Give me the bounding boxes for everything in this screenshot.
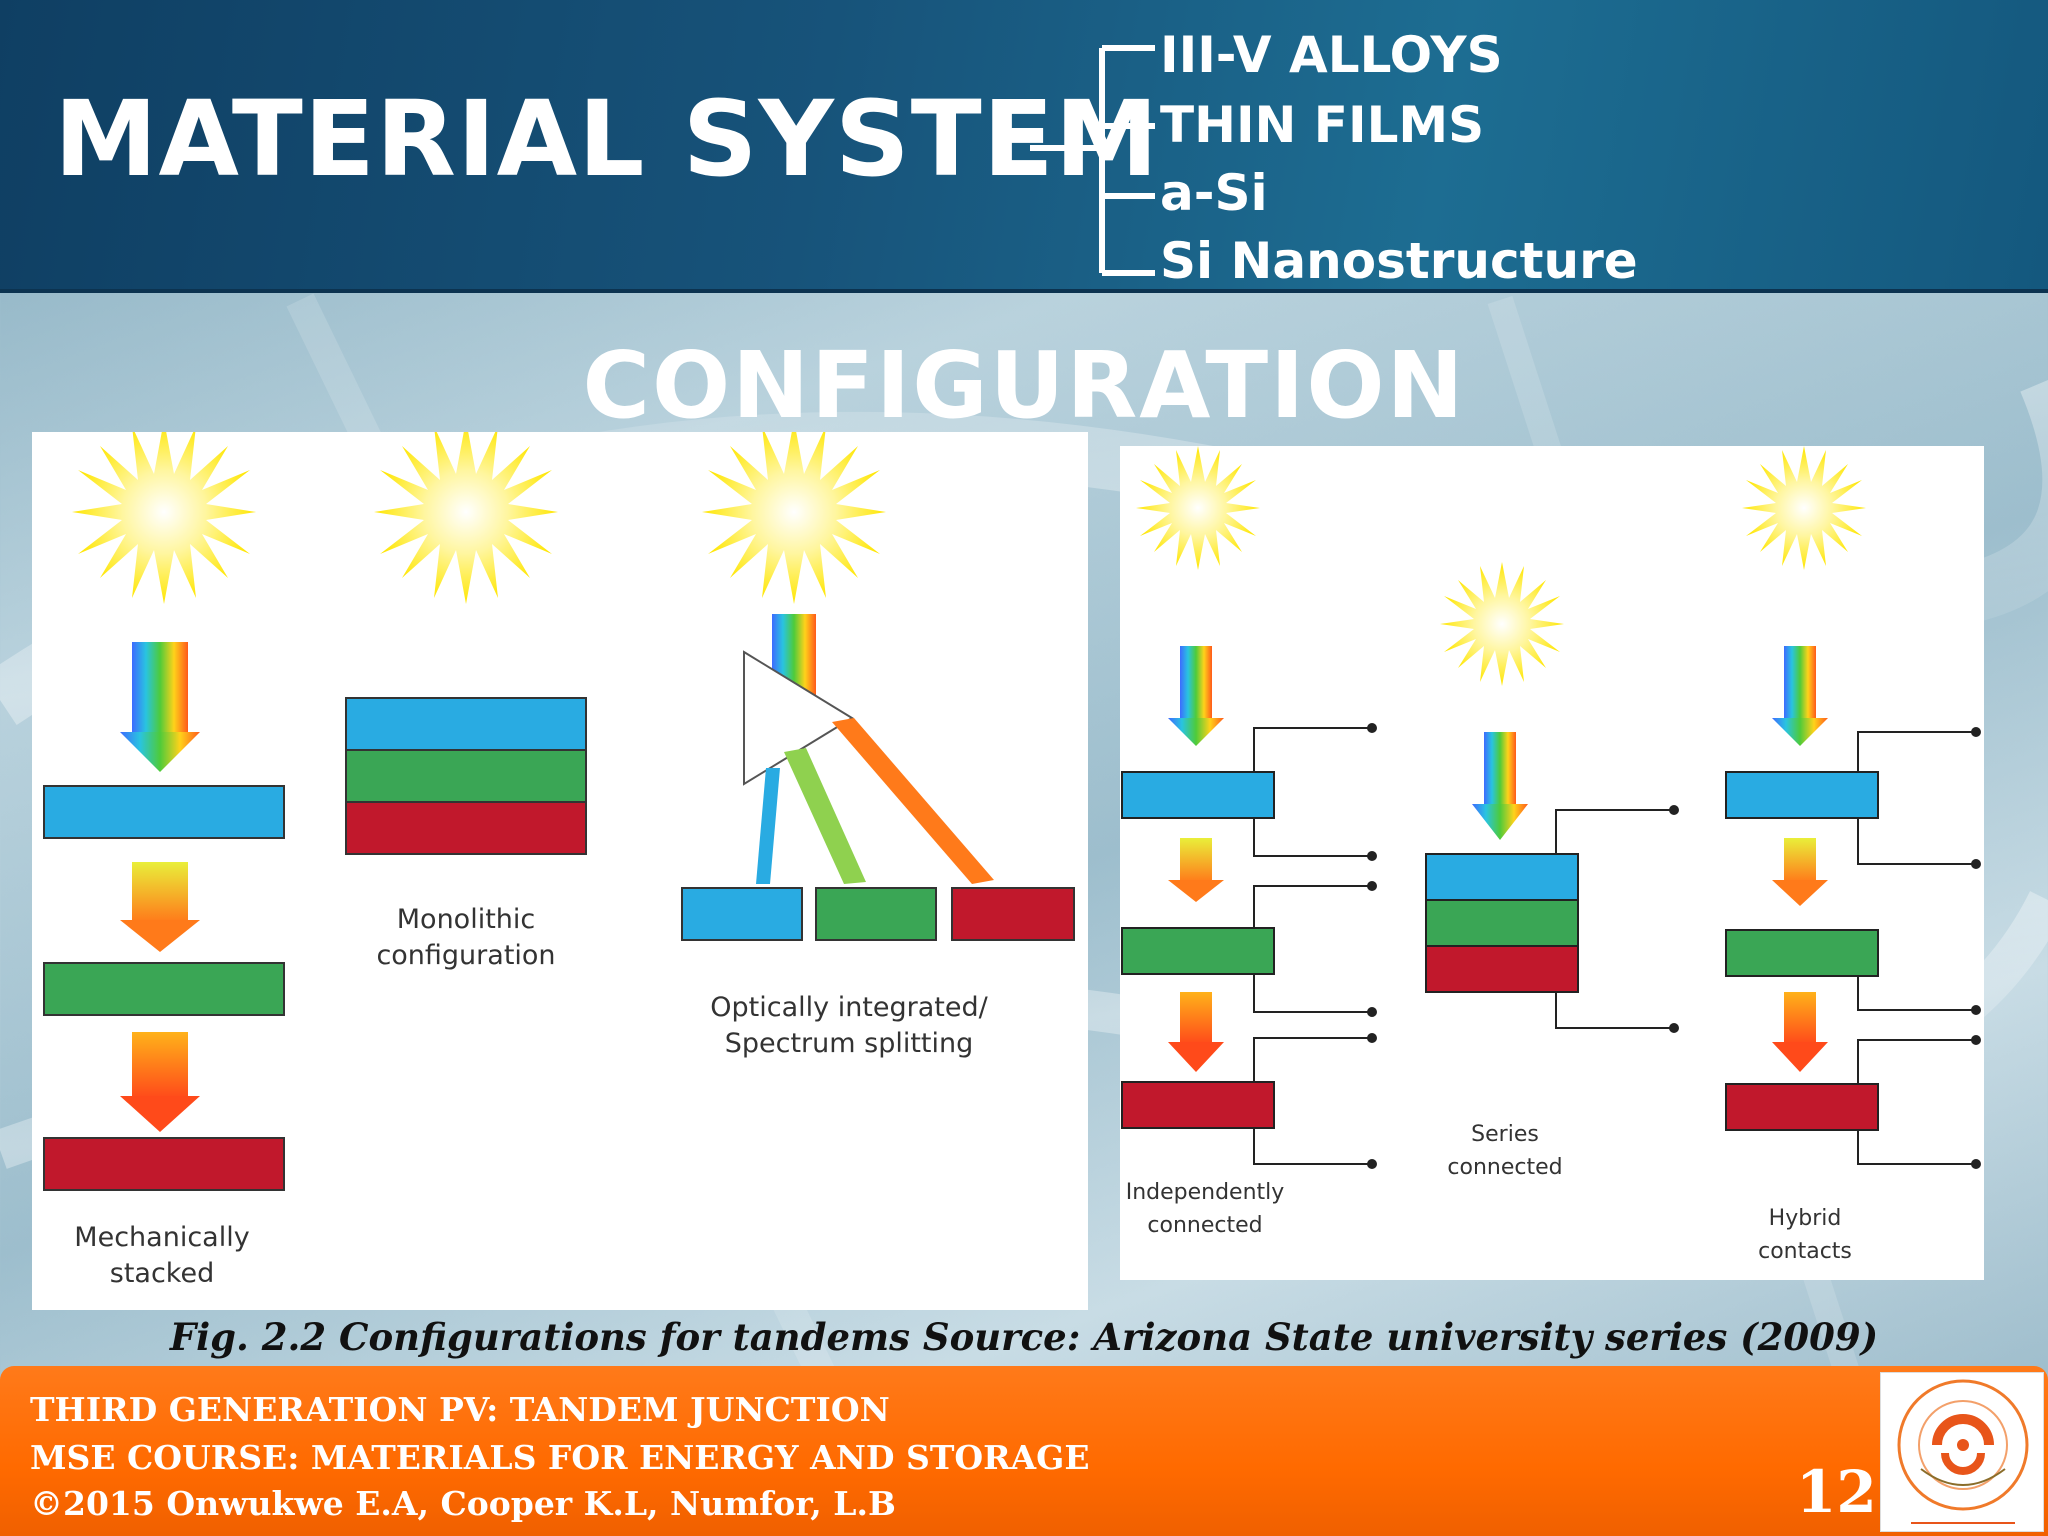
figure-label: Series connected bbox=[1447, 1122, 1563, 1180]
figure-tandem-configurations: Mechanically stacked Monolithic configur… bbox=[32, 432, 1088, 1310]
page-number: 12 bbox=[1796, 1458, 1877, 1526]
material-item: III-V ALLOYS bbox=[1160, 26, 1503, 84]
material-item: THIN FILMS bbox=[1160, 96, 1485, 154]
sun-icon bbox=[1440, 562, 1564, 686]
independently-connected-diagram bbox=[1121, 646, 1377, 1169]
slide-header bbox=[0, 0, 2048, 293]
university-logo bbox=[1880, 1372, 2044, 1532]
series-connected-diagram bbox=[1425, 732, 1679, 1033]
slide-title: MATERIAL SYSTEM bbox=[54, 78, 1160, 200]
footer-copyright: ©2015 Onwukwe E.A, Cooper K.L, Numfor, L… bbox=[30, 1484, 896, 1523]
figure-left-graphic bbox=[43, 432, 1075, 1191]
footer-course-name: MSE COURSE: MATERIALS FOR ENERGY AND STO… bbox=[30, 1438, 1090, 1477]
mechanically-stacked-diagram bbox=[43, 642, 285, 1191]
figure-caption: Fig. 2.2 Configurations for tandems Sour… bbox=[169, 1315, 1879, 1359]
figure-connection-configurations: Independently connected Series connected… bbox=[1120, 446, 1984, 1280]
footer-course-topic: THIRD GENERATION PV: TANDEM JUNCTION bbox=[30, 1390, 890, 1429]
sun-icon bbox=[374, 432, 558, 604]
sun-icon bbox=[702, 432, 886, 604]
material-item: Si Nanostructure bbox=[1160, 232, 1638, 290]
figure-label: Mechanically stacked bbox=[74, 1222, 250, 1290]
material-bracket bbox=[1030, 45, 1155, 276]
hybrid-contacts-diagram bbox=[1725, 646, 1981, 1169]
figure-label: Optically integrated/ Spectrum splitting bbox=[710, 992, 988, 1060]
figure-label: Monolithic configuration bbox=[376, 904, 556, 972]
sun-icon bbox=[72, 432, 256, 604]
figure-label: Hybrid contacts bbox=[1758, 1206, 1852, 1264]
slide-footer: THIRD GENERATION PV: TANDEM JUNCTION MSE… bbox=[0, 1366, 2048, 1536]
sun-icon bbox=[1742, 446, 1866, 570]
university-seal-icon bbox=[1897, 1379, 2029, 1524]
section-title: CONFIGURATION bbox=[582, 332, 1466, 439]
monolithic-diagram bbox=[345, 697, 587, 855]
material-item: a-Si bbox=[1160, 164, 1268, 222]
sun-icon bbox=[1136, 446, 1260, 570]
spectrum-splitting-diagram bbox=[681, 614, 1075, 941]
figure-right-graphic bbox=[1121, 446, 1981, 1169]
figure-label: Independently connected bbox=[1125, 1180, 1285, 1238]
